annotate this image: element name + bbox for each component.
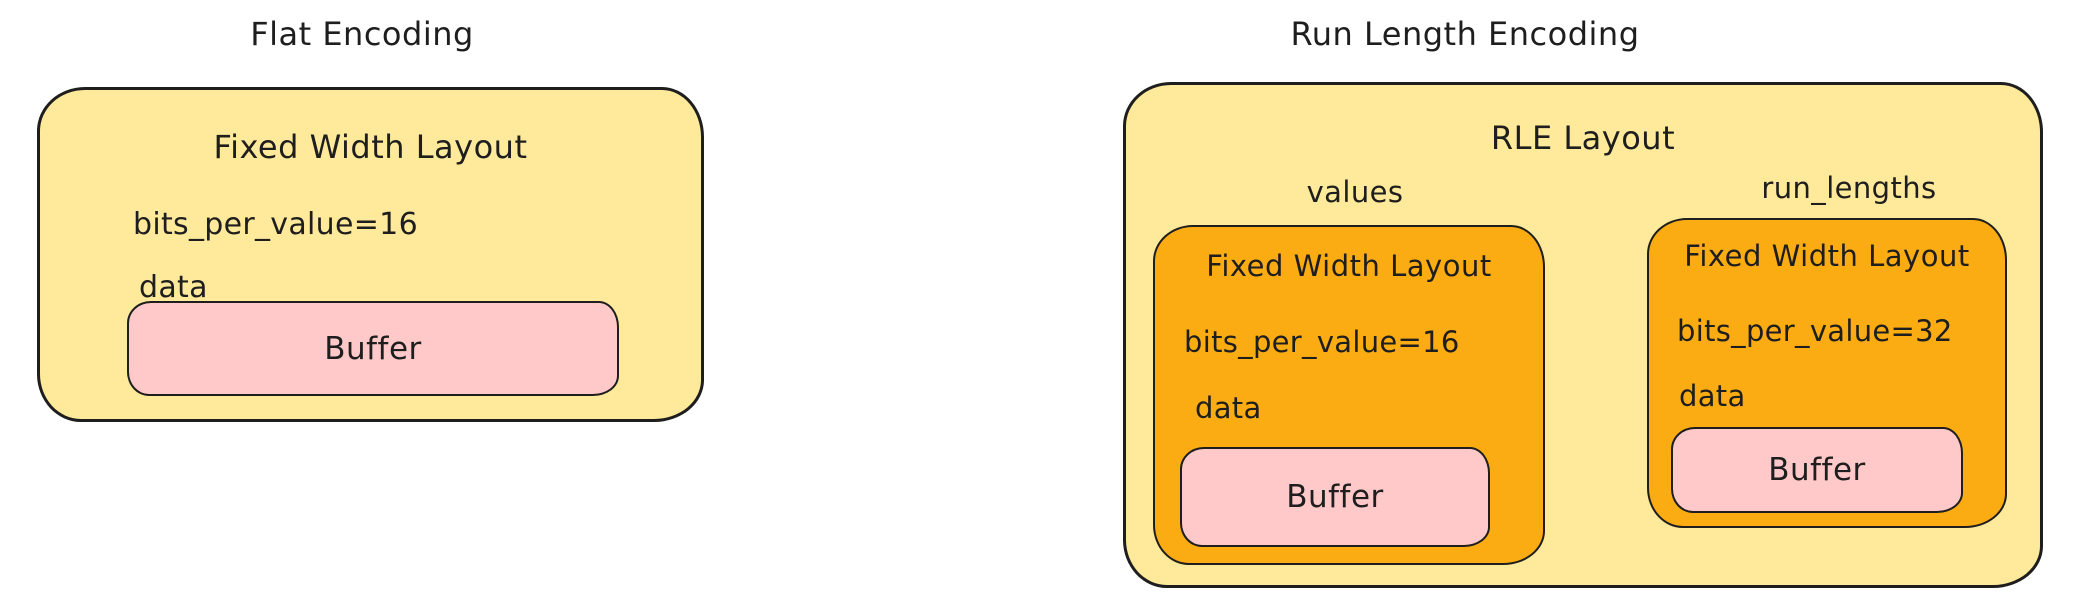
values-bits-per-value-field: bits_per_value=16: [1184, 325, 1460, 359]
rle-layout-heading: RLE Layout: [1490, 119, 1676, 157]
values-fixed-width-layout-box: Fixed Width Layout bits_per_value=16 dat…: [1153, 225, 1545, 565]
run-lengths-buffer-box: Buffer: [1671, 427, 1963, 513]
run-lengths-layout-heading: Fixed Width Layout: [1684, 239, 1970, 273]
flat-buffer-label: Buffer: [324, 330, 422, 367]
run-length-encoding-title: Run Length Encoding: [1290, 15, 1640, 53]
run-lengths-label: run_lengths: [1761, 171, 1937, 205]
run-lengths-bits-per-value-field: bits_per_value=32: [1677, 314, 1953, 348]
rle-layout-box: RLE Layout values Fixed Width Layout bit…: [1123, 82, 2043, 588]
values-layout-heading: Fixed Width Layout: [1206, 249, 1492, 283]
run-lengths-buffer-label: Buffer: [1768, 452, 1866, 488]
values-buffer-label: Buffer: [1286, 479, 1384, 515]
run-lengths-fixed-width-layout-box: Fixed Width Layout bits_per_value=32 dat…: [1647, 218, 2007, 528]
flat-layout-heading: Fixed Width Layout: [213, 128, 528, 166]
flat-bits-per-value-field: bits_per_value=16: [133, 207, 418, 242]
flat-buffer-box: Buffer: [127, 301, 619, 396]
values-buffer-box: Buffer: [1180, 447, 1490, 547]
values-label: values: [1306, 175, 1404, 209]
run-lengths-data-field: data: [1679, 379, 1746, 413]
flat-data-field: data: [139, 270, 208, 305]
flat-fixed-width-layout-box: Fixed Width Layout bits_per_value=16 dat…: [37, 87, 704, 422]
values-data-field: data: [1195, 391, 1262, 425]
flat-encoding-title: Flat Encoding: [250, 15, 474, 53]
